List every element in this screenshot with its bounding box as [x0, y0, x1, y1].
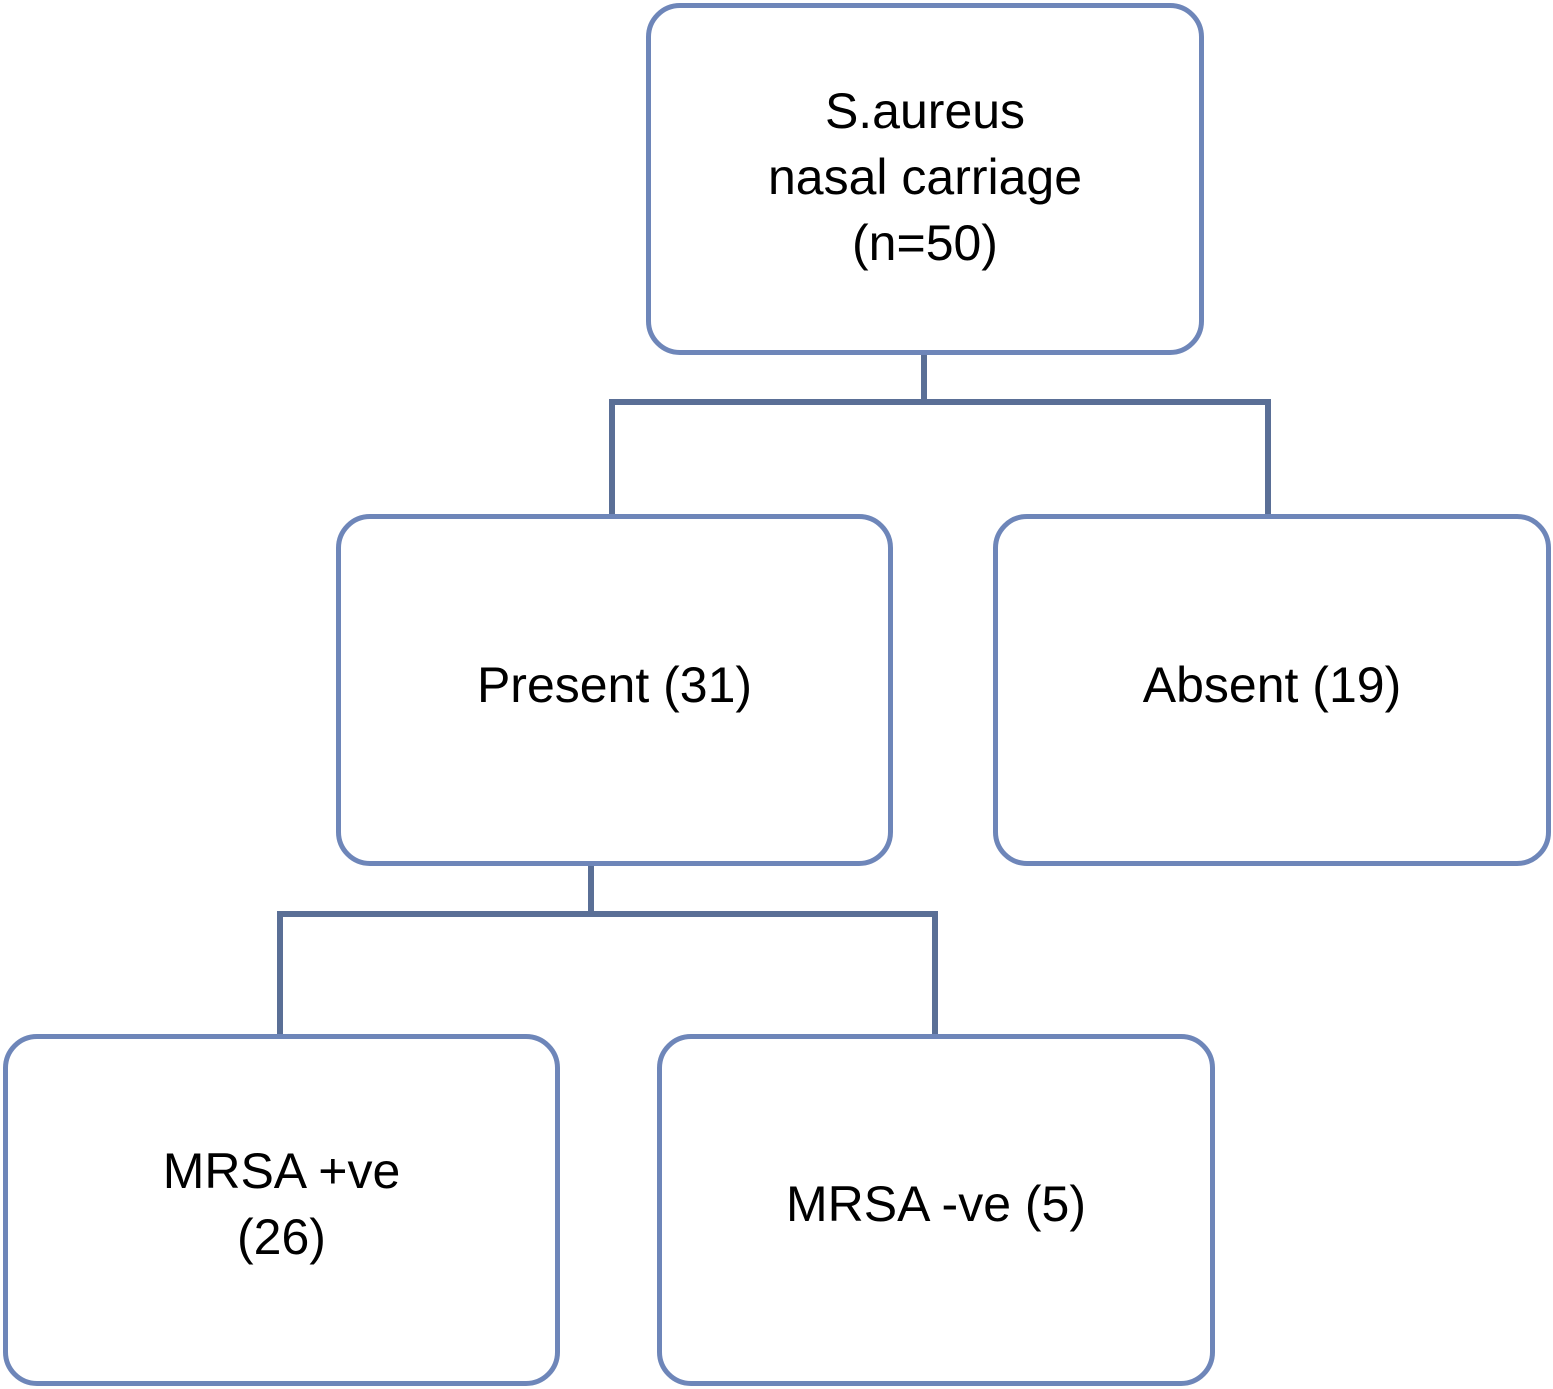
mrsa-negative-node-label: MRSA -ve (5): [785, 1176, 1087, 1232]
mrsa-positive-node: MRSA +ve (26): [3, 1034, 560, 1386]
absent-node: Absent (19): [993, 514, 1551, 866]
present-node-label: Present (31): [476, 657, 753, 713]
root-node-label: S.aureus nasal carriage (n=50): [767, 83, 1083, 271]
connector-root-to-children: [609, 355, 1271, 514]
present-node: Present (31): [336, 514, 893, 866]
mrsa-negative-node: MRSA -ve (5): [657, 1034, 1215, 1386]
root-node-s-aureus-nasal-carriage: S.aureus nasal carriage (n=50): [646, 3, 1204, 355]
mrsa-positive-node-label: MRSA +ve (26): [162, 1143, 401, 1265]
connector-present-to-children: [277, 866, 938, 1034]
absent-node-label: Absent (19): [1142, 657, 1402, 713]
